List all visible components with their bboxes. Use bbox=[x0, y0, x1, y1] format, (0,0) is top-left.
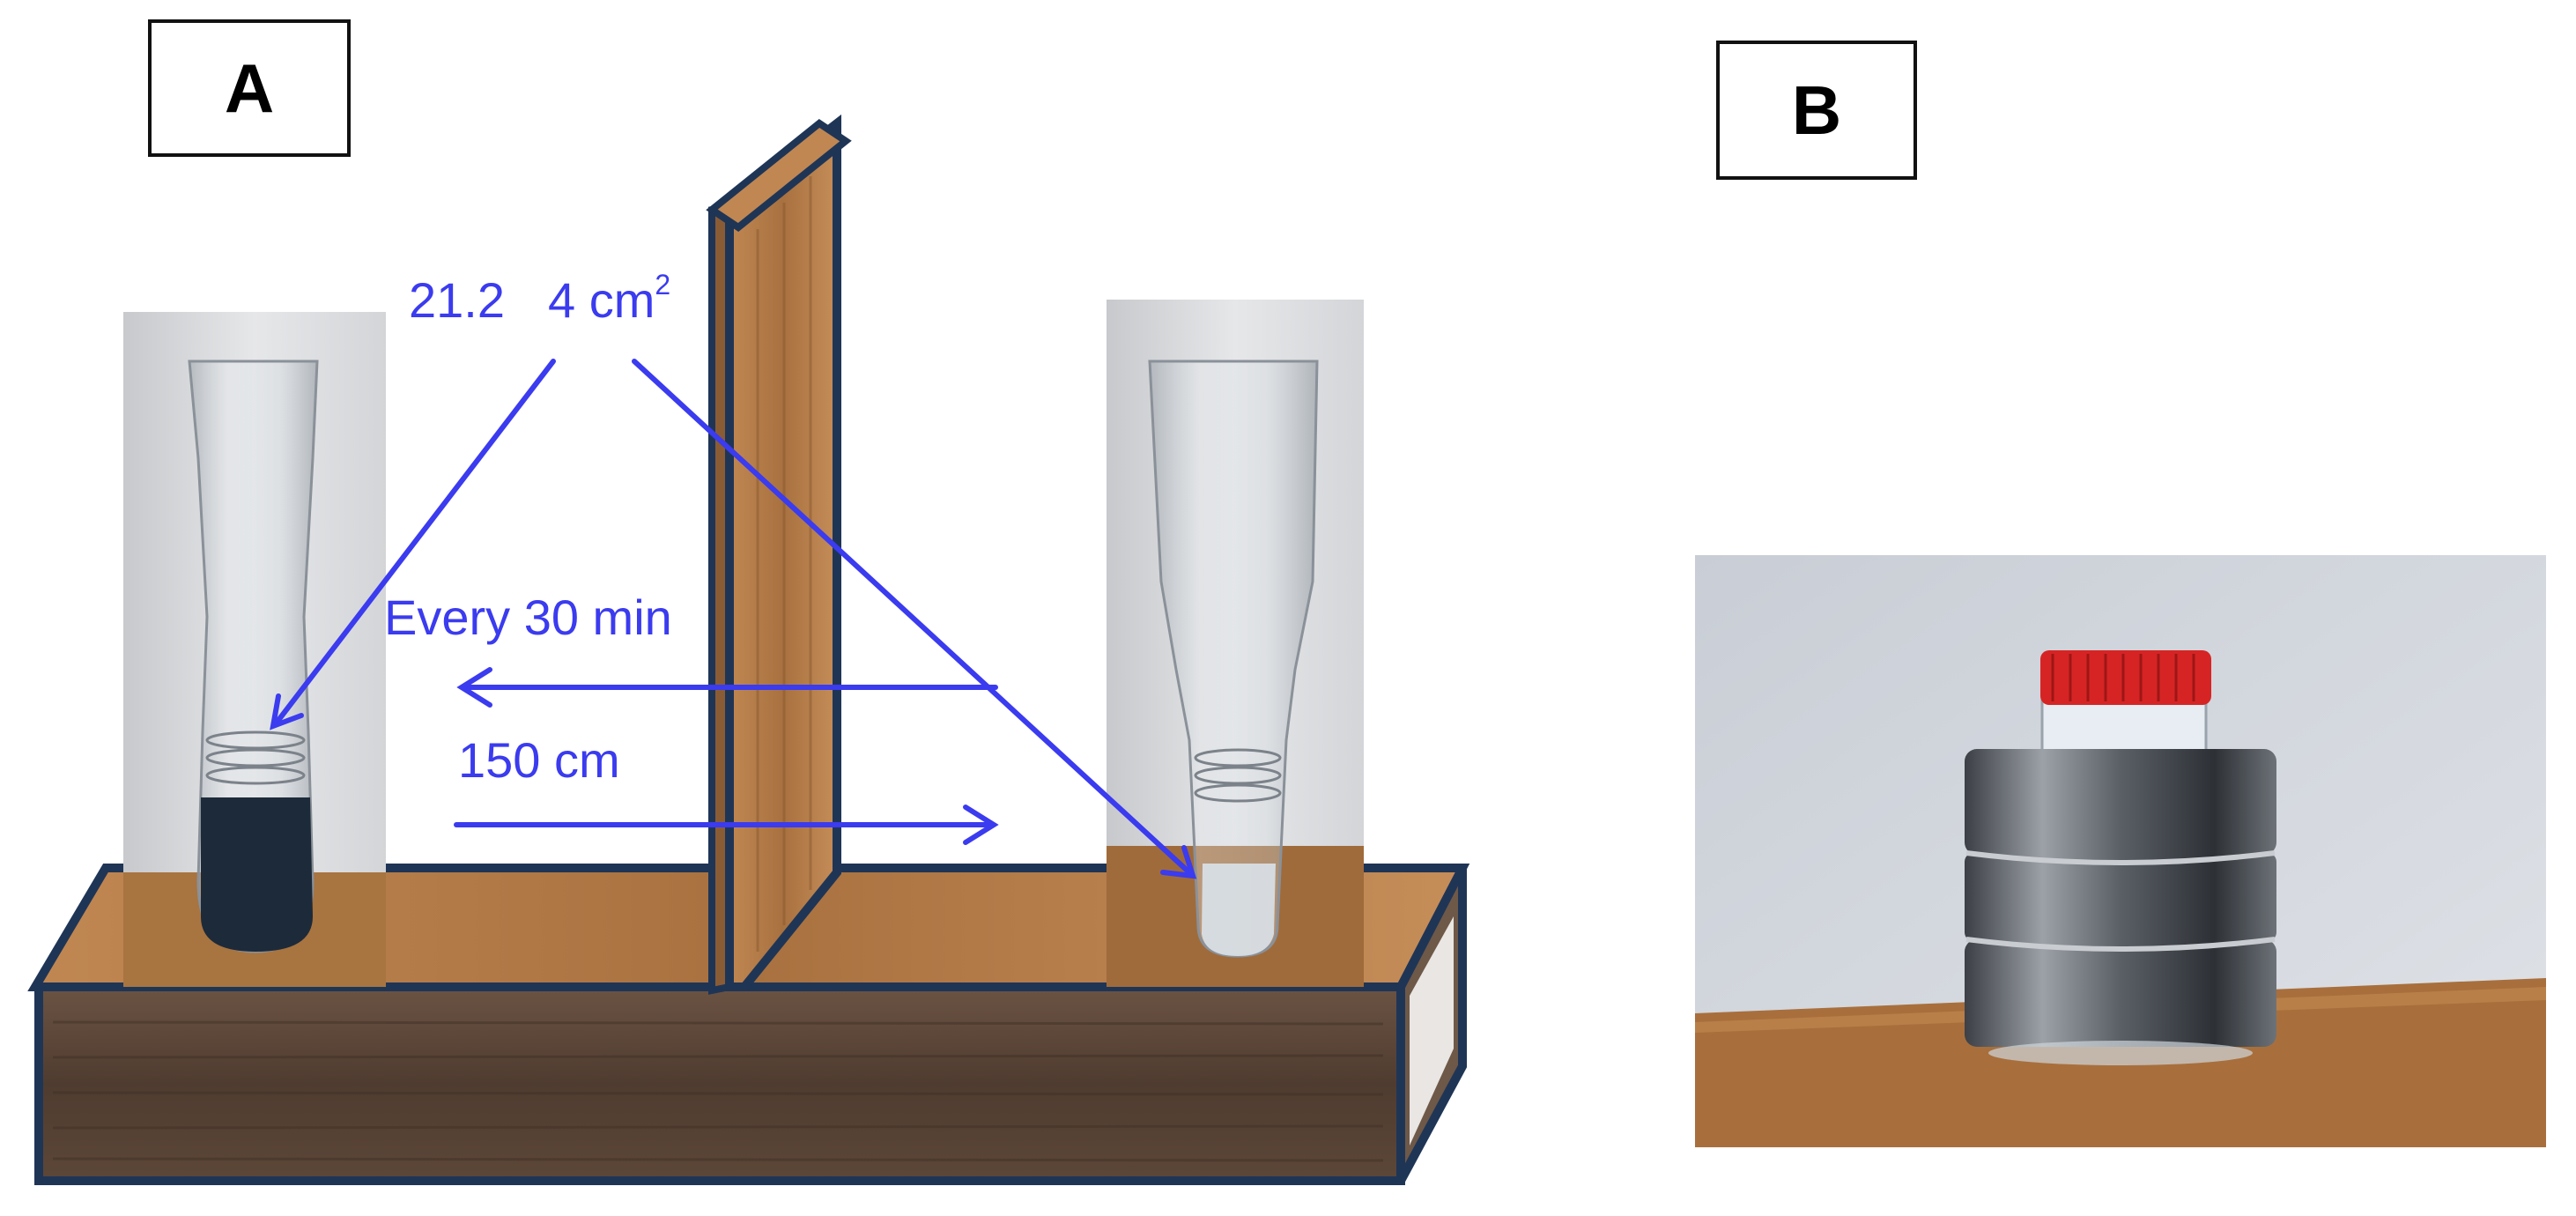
arrow-to-left-bottle bbox=[274, 359, 556, 725]
annotation-arrows bbox=[270, 359, 1197, 879]
arrow-head-interval bbox=[456, 667, 492, 708]
arrow-to-right-bottle bbox=[632, 359, 1194, 877]
panel-label-b: B bbox=[1716, 41, 1917, 180]
red-cap bbox=[2040, 650, 2211, 705]
distance-label: 150 cm bbox=[458, 732, 620, 788]
magnet-rings bbox=[1965, 749, 2276, 1065]
interval-label: Every 30 min bbox=[384, 589, 672, 645]
area-unit-label: 4 cm2 bbox=[548, 269, 671, 329]
right-bottle-photo bbox=[1107, 300, 1364, 987]
magnet-photo bbox=[1695, 555, 2546, 1147]
area-value-label: 21.2 bbox=[409, 272, 505, 328]
arrow-head-right-bottle bbox=[1160, 845, 1197, 879]
left-bottle-photo bbox=[123, 312, 386, 987]
divider-board bbox=[706, 114, 852, 995]
arrow-head-distance bbox=[963, 804, 999, 845]
area-unit-text: 4 cm bbox=[548, 272, 655, 328]
arrow-head-left-bottle bbox=[270, 693, 304, 730]
panel-label-a: A bbox=[148, 19, 351, 157]
wooden-base bbox=[27, 864, 1470, 1185]
area-unit-exponent: 2 bbox=[655, 269, 671, 301]
